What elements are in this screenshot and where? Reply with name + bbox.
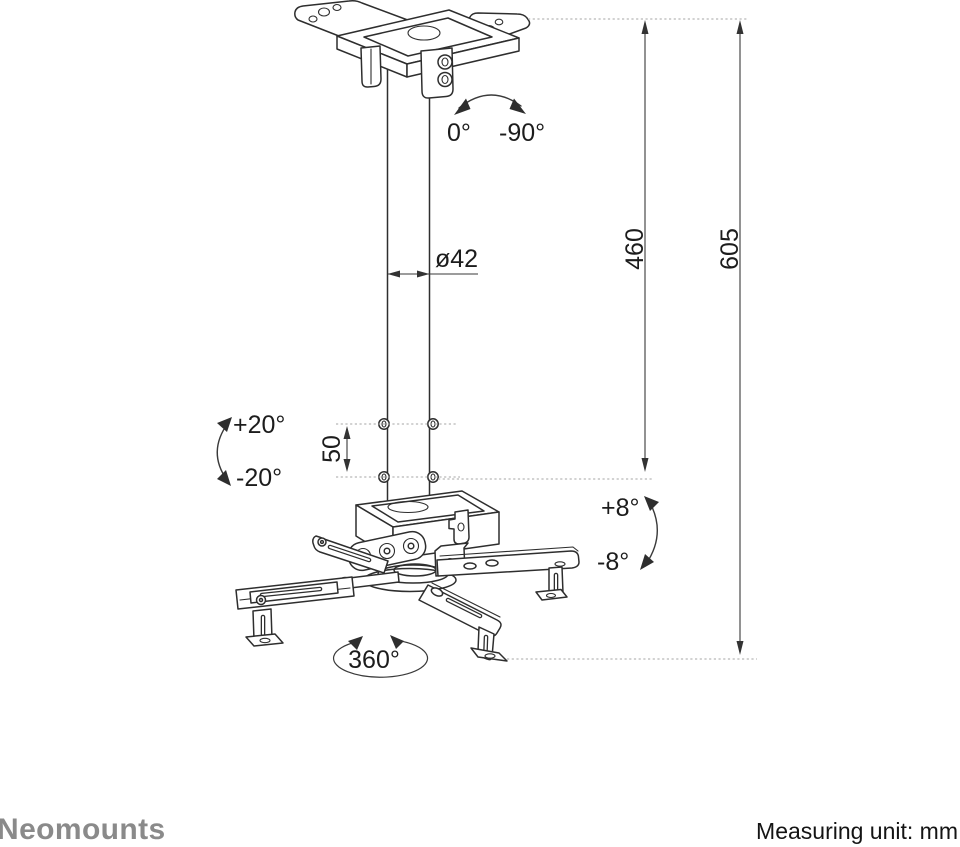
foot-rear-right xyxy=(535,566,568,601)
dim-height-step xyxy=(343,426,351,472)
arm-rear-right xyxy=(436,546,580,601)
height-step-label: 50 xyxy=(318,435,346,463)
dim-605 xyxy=(736,20,744,655)
pole-height-label: 460 xyxy=(621,228,649,270)
tilt-down-label: -20° xyxy=(236,464,282,492)
foot-front-left xyxy=(245,608,284,647)
measuring-unit-note: Measuring unit: mm xyxy=(756,818,958,844)
fine-tilt-up-label: +8° xyxy=(601,494,640,522)
rotation-ellipse xyxy=(333,635,429,678)
pole-diameter-label: ø42 xyxy=(435,245,478,273)
foot-front-right xyxy=(470,626,508,662)
tilt-arc xyxy=(216,417,232,486)
dim-diameter xyxy=(387,270,478,278)
mount-drawing xyxy=(235,0,580,662)
brand-logo: Neomounts xyxy=(0,813,166,846)
clamp-knob xyxy=(437,71,453,88)
mounting-pole xyxy=(386,48,431,507)
pole-clamp xyxy=(360,45,454,99)
dim-460 xyxy=(641,20,649,472)
rotation-label: 360° xyxy=(348,646,400,674)
ceiling-bracket xyxy=(294,0,531,99)
motion-arcs xyxy=(216,94,659,678)
swivel-right-label: -90° xyxy=(499,119,545,147)
tilt-up-label: +20° xyxy=(233,411,285,439)
swivel-arc xyxy=(454,94,526,115)
fine-tilt-down-label: -8° xyxy=(597,548,629,576)
dimension-lines xyxy=(343,20,744,655)
dimension-labels: 0° -90° ø42 460 605 +20° -20° 50 +8° -8°… xyxy=(233,119,744,674)
clamp-knob xyxy=(437,54,453,70)
fine-tilt-arc xyxy=(640,496,659,570)
arm-rear-left xyxy=(312,535,389,574)
extension-lines xyxy=(336,18,757,660)
swivel-left-label: 0° xyxy=(447,119,471,147)
arm-front-left xyxy=(235,576,355,647)
support-arms xyxy=(235,535,580,662)
total-height-label: 605 xyxy=(716,228,744,270)
arm-front-right xyxy=(418,582,508,662)
